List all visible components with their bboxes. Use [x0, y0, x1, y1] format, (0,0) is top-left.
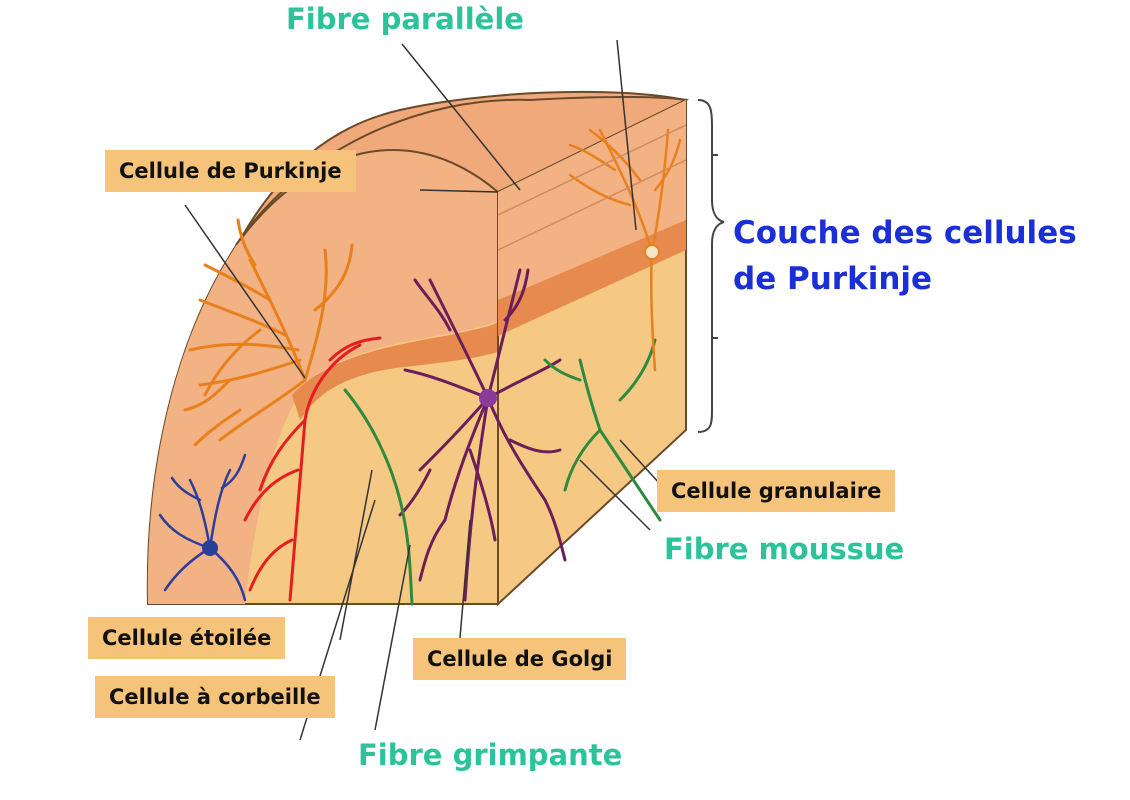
fibre-grimpante-label: Fibre grimpante	[358, 738, 622, 772]
fibre-moussue-label: Fibre moussue	[664, 532, 904, 566]
couche-label-line1: Couche des cellules	[733, 213, 1077, 253]
cellule-golgi-label: Cellule de Golgi	[413, 638, 626, 680]
cellule-corbeille-label: Cellule à corbeille	[95, 676, 335, 718]
fibre-parallele-label: Fibre parallèle	[286, 2, 524, 36]
layer-bracket	[698, 100, 724, 432]
cellule-purkinje-label: Cellule de Purkinje	[105, 150, 356, 192]
cellule-granulaire-label: Cellule granulaire	[657, 470, 895, 512]
cellule-etoilee-label: Cellule étoilée	[88, 617, 285, 659]
couche-label-line2: de Purkinje	[733, 259, 932, 299]
